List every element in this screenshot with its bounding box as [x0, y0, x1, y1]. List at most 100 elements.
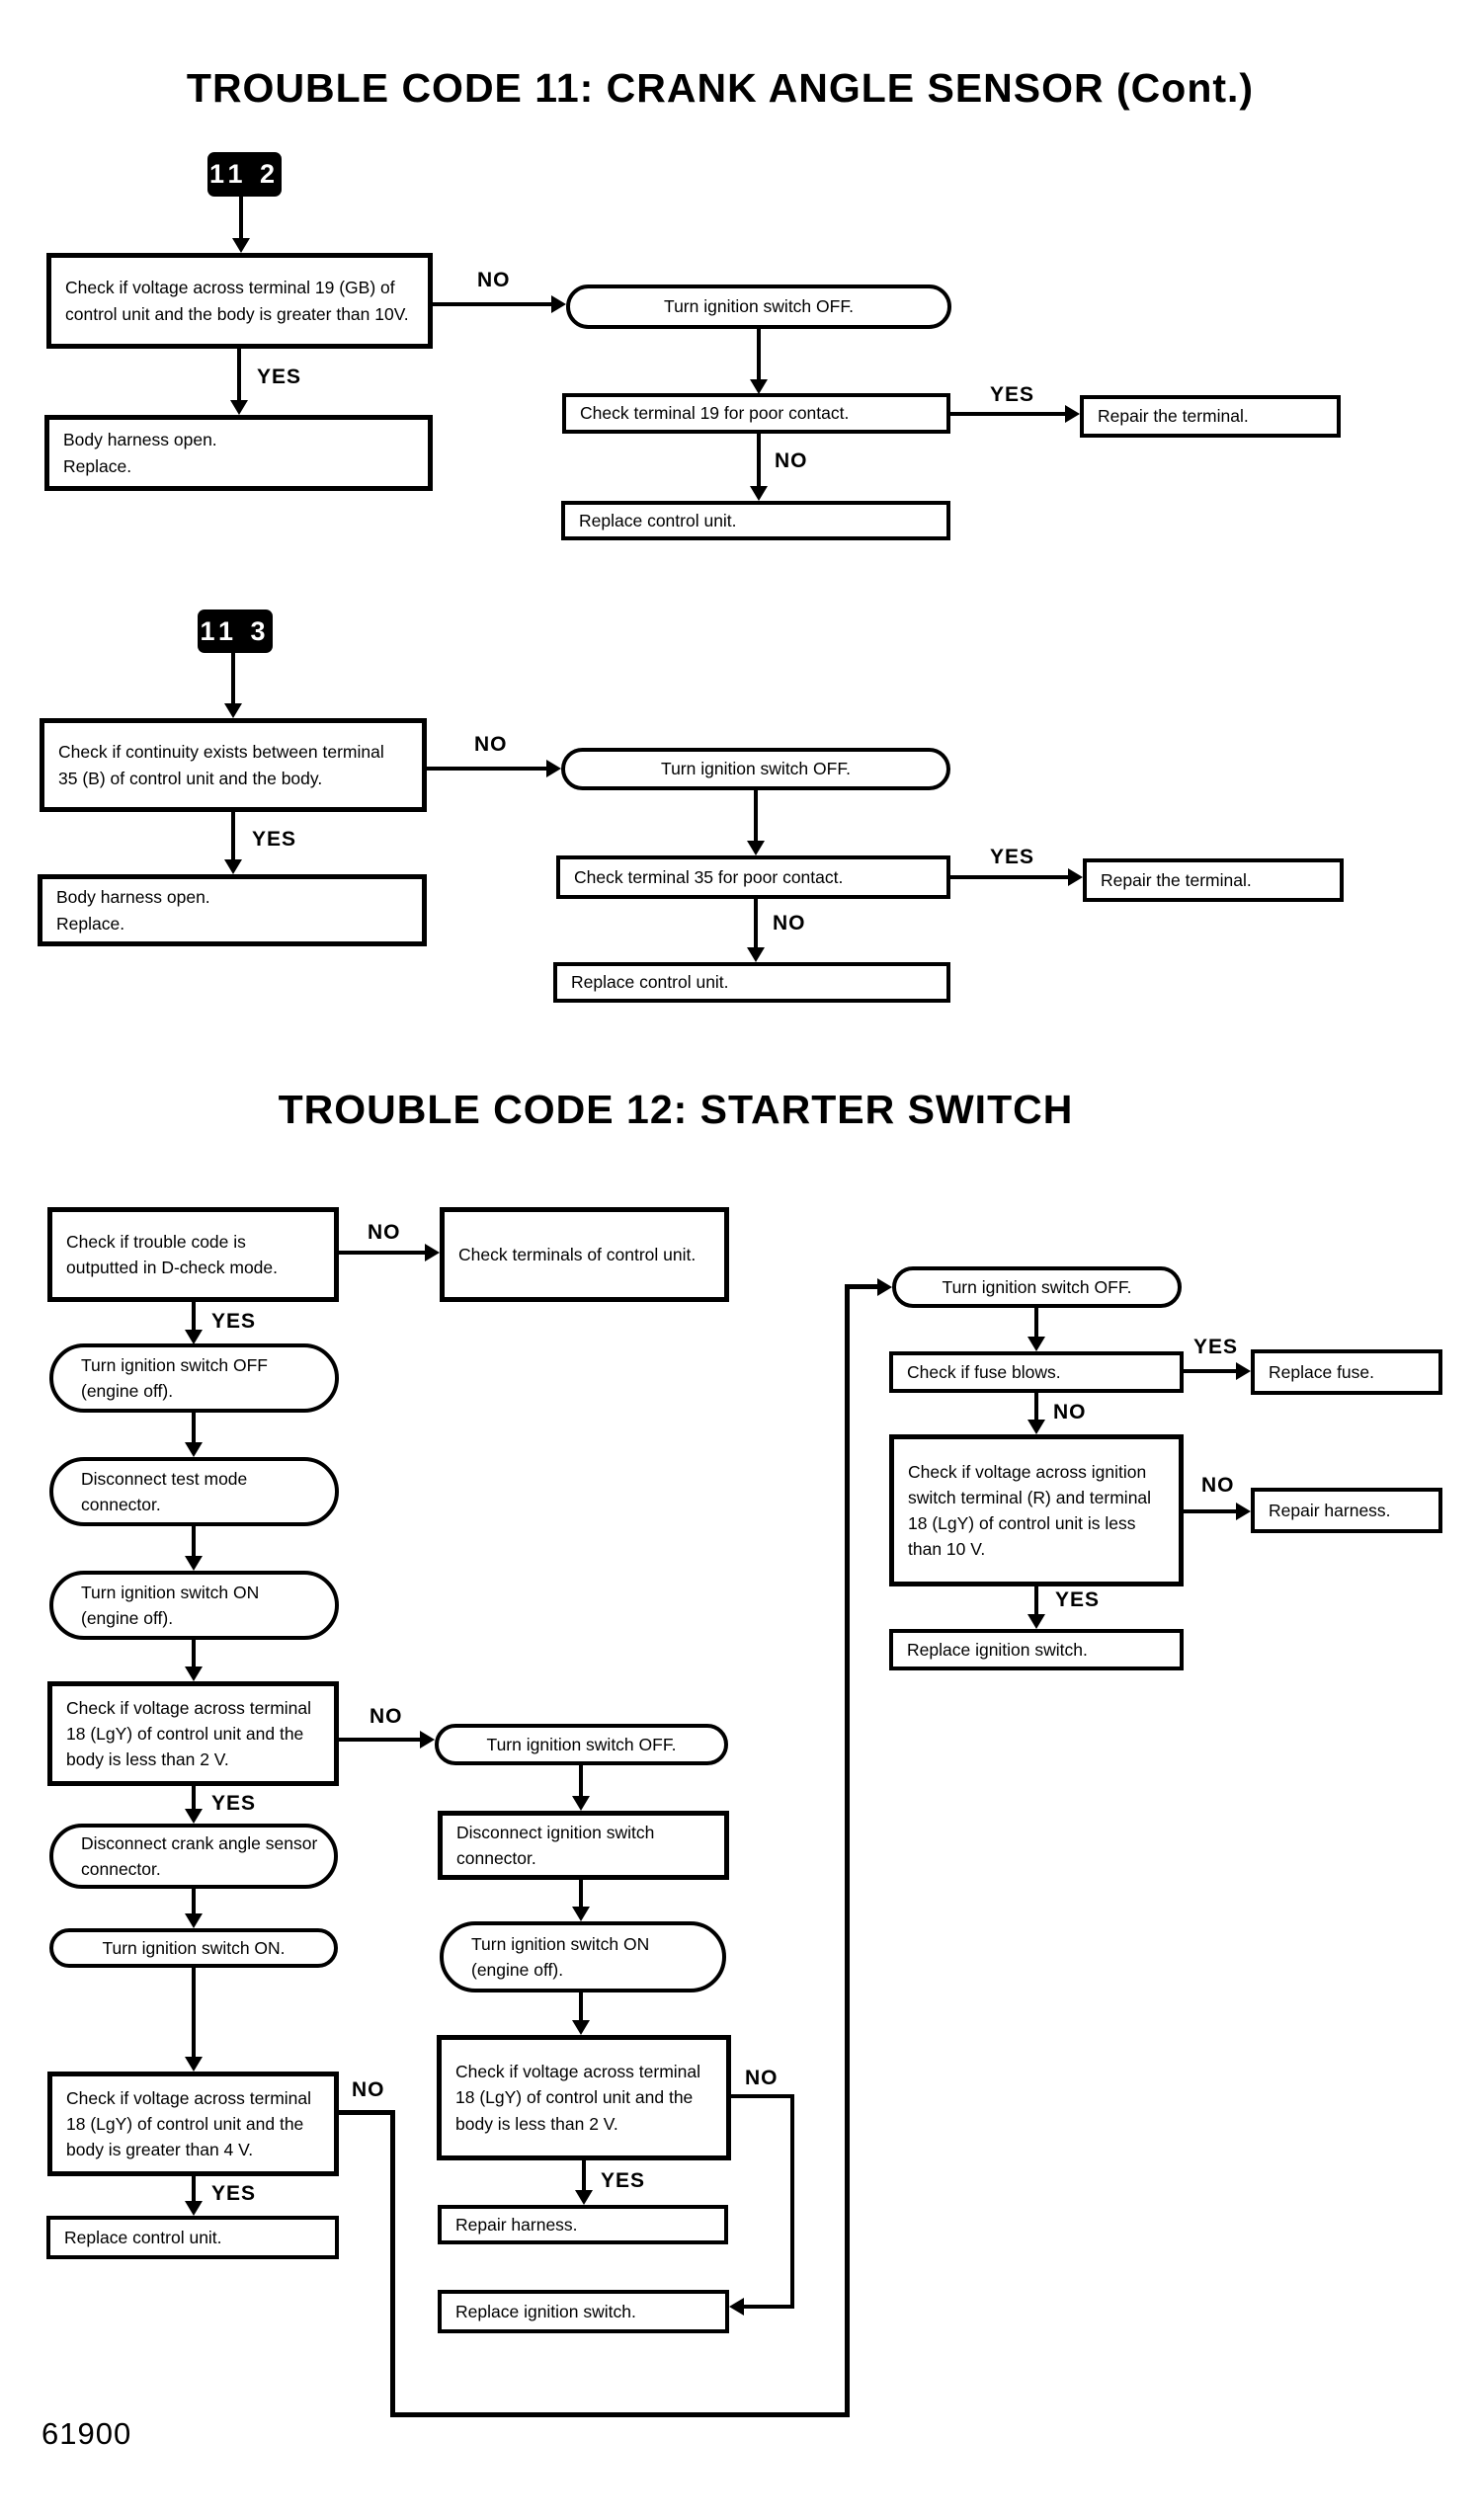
branch-label-yes: YES	[252, 828, 297, 851]
node-turn-ignition-off-middle: Turn ignition switch OFF.	[435, 1724, 728, 1765]
arrow-down-icon	[572, 2020, 590, 2035]
node-repair-harness-right: Repair harness.	[1251, 1488, 1442, 1533]
connector-line	[192, 1526, 196, 1557]
arrow-down-icon	[185, 1556, 203, 1571]
connector-line	[339, 2110, 395, 2115]
connector-line	[427, 767, 547, 771]
node-replace-ignition-switch-middle: Replace ignition switch.	[438, 2290, 729, 2333]
node-disconnect-ignition-connector: Disconnect ignition switch connector.	[438, 1811, 729, 1880]
node-check-trouble-code-dcheck: Check if trouble code is outputted in D-…	[47, 1207, 339, 1302]
arrow-down-icon	[185, 1913, 203, 1928]
page-title-code-12: TROUBLE CODE 12: STARTER SWITCH	[278, 1087, 1074, 1132]
connector-line	[845, 1284, 880, 1289]
node-check-v18-less-2v-left: Check if voltage across terminal 18 (LgY…	[47, 1681, 339, 1786]
arrow-right-icon	[1068, 868, 1083, 886]
branch-label-yes: YES	[211, 1310, 257, 1333]
branch-label-yes: YES	[1193, 1336, 1239, 1358]
code-badge-11-2: 11 2	[207, 152, 282, 197]
arrow-down-icon	[185, 1330, 203, 1344]
connector-line	[582, 2160, 586, 2192]
arrow-down-icon	[185, 1809, 203, 1824]
connector-line	[239, 197, 243, 240]
arrow-right-icon	[1065, 405, 1080, 423]
connector-line	[1034, 1308, 1038, 1338]
connector-line	[192, 1889, 196, 1915]
connector-line	[845, 1284, 850, 2417]
arrow-down-icon	[230, 400, 248, 415]
node-check-fuse-blows: Check if fuse blows.	[889, 1351, 1184, 1393]
branch-label-yes: YES	[257, 366, 302, 388]
node-ign-on-engine-off-left: Turn ignition switch ON (engine off).	[49, 1571, 339, 1640]
branch-label-no: NO	[745, 2067, 779, 2089]
connector-line	[192, 1640, 196, 1668]
arrow-down-icon	[224, 859, 242, 874]
arrow-down-icon	[572, 1907, 590, 1921]
connector-line	[757, 434, 761, 489]
node-check-voltage-terminal-19: Check if voltage across terminal 19 (GB)…	[46, 253, 433, 349]
connector-line	[754, 899, 758, 948]
connector-line	[950, 875, 1069, 879]
connector-line	[192, 1786, 196, 1811]
node-repair-terminal-11-2: Repair the terminal.	[1080, 395, 1341, 438]
branch-label-yes: YES	[211, 2182, 257, 2205]
connector-line	[950, 412, 1067, 416]
branch-label-yes: YES	[601, 2169, 646, 2192]
branch-label-no: NO	[1201, 1474, 1235, 1497]
branch-label-no: NO	[352, 2078, 385, 2101]
branch-label-no: NO	[477, 269, 511, 291]
node-check-voltage-ign-switch-10v: Check if voltage across ignition switch …	[889, 1434, 1184, 1586]
arrow-down-icon	[575, 2190, 593, 2205]
connector-line	[339, 1738, 421, 1742]
arrow-down-icon	[232, 238, 250, 253]
arrow-right-icon	[420, 1731, 435, 1748]
node-repair-terminal-11-3: Repair the terminal.	[1083, 858, 1344, 902]
node-check-terminal-19-contact: Check terminal 19 for poor contact.	[562, 393, 950, 434]
node-disconnect-test-mode: Disconnect test mode connector.	[49, 1457, 339, 1526]
arrow-right-icon	[551, 295, 566, 313]
connector-line	[744, 2305, 794, 2309]
node-check-terminals-control-unit: Check terminals of control unit.	[440, 1207, 729, 1302]
connector-line	[192, 1968, 196, 2059]
arrow-down-icon	[750, 379, 768, 394]
branch-label-no: NO	[474, 733, 508, 756]
arrow-right-icon	[1236, 1503, 1251, 1520]
branch-label-no: NO	[370, 1705, 403, 1728]
node-turn-ignition-off-11-2: Turn ignition switch OFF.	[566, 285, 951, 329]
connector-line	[579, 1992, 583, 2021]
connector-line	[1034, 1586, 1038, 1616]
node-check-continuity-terminal-35: Check if continuity exists between termi…	[40, 718, 427, 812]
arrow-right-icon	[1236, 1362, 1251, 1380]
node-turn-ignition-off-11-3: Turn ignition switch OFF.	[561, 748, 950, 790]
arrow-down-icon	[1027, 1420, 1045, 1434]
node-body-harness-open-11-3: Body harness open. Replace.	[38, 874, 427, 946]
arrow-right-icon	[546, 760, 561, 777]
connector-line	[433, 302, 553, 306]
connector-line	[579, 1880, 583, 1908]
node-check-v18-greater-4v: Check if voltage across terminal 18 (LgY…	[47, 2072, 339, 2176]
node-replace-control-unit-11-2: Replace control unit.	[561, 501, 950, 540]
connector-line	[731, 2094, 794, 2098]
arrow-down-icon	[1027, 1337, 1045, 1351]
node-body-harness-open-11-2: Body harness open. Replace.	[44, 415, 433, 491]
node-replace-ignition-switch-right: Replace ignition switch.	[889, 1629, 1184, 1670]
arrow-down-icon	[572, 1796, 590, 1811]
connector-line	[192, 2176, 196, 2203]
node-ign-on-engine-off-middle: Turn ignition switch ON (engine off).	[440, 1921, 726, 1992]
arrow-down-icon	[185, 1442, 203, 1457]
branch-label-yes: YES	[990, 383, 1035, 406]
node-replace-control-unit-11-3: Replace control unit.	[553, 962, 950, 1003]
arrow-down-icon	[185, 1666, 203, 1681]
arrow-right-icon	[877, 1278, 892, 1296]
arrow-down-icon	[1027, 1614, 1045, 1629]
connector-line	[390, 2110, 395, 2417]
node-replace-fuse: Replace fuse.	[1251, 1349, 1442, 1395]
node-turn-ignition-off-right: Turn ignition switch OFF.	[892, 1266, 1182, 1308]
connector-line	[390, 2412, 850, 2417]
connector-line	[790, 2094, 794, 2309]
node-replace-control-unit-12: Replace control unit.	[46, 2216, 339, 2259]
connector-line	[237, 349, 241, 401]
node-disconnect-crank-angle-sensor: Disconnect crank angle sensor connector.	[49, 1824, 338, 1889]
branch-label-no: NO	[775, 449, 808, 472]
branch-label-yes: YES	[211, 1792, 257, 1815]
